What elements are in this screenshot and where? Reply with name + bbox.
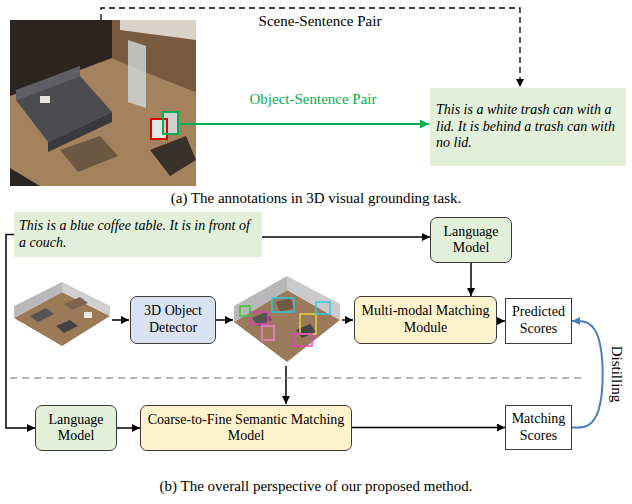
model-box: Language Model <box>35 405 117 451</box>
detected-scene <box>234 276 340 362</box>
box-label: Language Model <box>435 224 507 257</box>
sentence-box: This is a blue coffee table. It is in fr… <box>14 212 262 257</box>
room-scan-part <box>30 308 54 322</box>
edge-label: Distilling <box>607 346 624 403</box>
detected-scene-part <box>300 314 316 334</box>
flow-arrow <box>262 236 430 238</box>
module-box: Coarse-to-Fine Semantic Matching Model <box>140 405 352 451</box>
pair-label: Scene-Sentence Pair <box>259 13 382 30</box>
sentence-text: This is a white trash can with a lid. It… <box>436 102 620 152</box>
flow-arrow <box>352 427 505 429</box>
room-scan-part <box>64 297 88 310</box>
room-scan <box>14 282 110 346</box>
flow-arrow <box>470 263 472 296</box>
score-box: Matching Scores <box>505 405 572 450</box>
flow-arrows-part <box>112 319 129 321</box>
pair-arrows-part <box>101 8 520 87</box>
room-scan-part <box>62 282 110 316</box>
scene-image-part <box>150 136 196 176</box>
detected-scene-part <box>272 298 294 312</box>
scene-image-part <box>128 40 146 108</box>
scene-image-part <box>120 20 196 40</box>
scene-image-part <box>112 20 196 92</box>
box-label: Language Model <box>40 412 112 445</box>
room-scan-part <box>56 320 78 333</box>
scene-image-part <box>40 96 50 103</box>
box-label: Coarse-to-Fine Semantic Matching Model <box>145 412 347 445</box>
flow-arrow <box>117 427 140 429</box>
scene-image <box>10 20 196 186</box>
detected-scene-part <box>276 298 294 312</box>
detected-scene-part <box>250 312 268 324</box>
detector-box: 3D Object Detector <box>130 296 216 344</box>
pair-arrows-part <box>180 123 429 125</box>
score-box: Predicted Scores <box>505 298 572 344</box>
box-label: Matching Scores <box>509 411 568 444</box>
flow-arrows-part <box>216 319 233 321</box>
scene-image-part <box>16 66 80 100</box>
scene-image-part <box>10 20 196 186</box>
detected-scene-part <box>296 324 316 338</box>
sentence-box: This is a white trash can with a lid. It… <box>430 88 626 166</box>
room-scan-part <box>84 312 92 318</box>
box-label: Predicted Scores <box>509 304 568 337</box>
box-label: Multi-modal Matching Module <box>359 303 492 336</box>
distill-arrow <box>572 321 603 428</box>
flow-arrow <box>497 320 505 322</box>
box-label: 3D Object Detector <box>135 303 211 336</box>
scene-image-part <box>60 136 118 172</box>
detected-scene-part <box>292 334 312 346</box>
scene-image-part <box>151 119 167 139</box>
sentence-text: This is a blue coffee table. It is in fr… <box>19 218 257 251</box>
model-box: Language Model <box>430 217 512 263</box>
module-box: Multi-modal Matching Module <box>354 296 497 344</box>
scene-image-part <box>164 113 177 133</box>
scene-image-part <box>163 112 178 134</box>
detected-scene-part <box>316 302 330 314</box>
flow-arrows-part <box>285 366 287 404</box>
pair-label: Object-Sentence Pair <box>249 91 376 108</box>
divider-line <box>10 377 586 378</box>
flow-arrow <box>6 235 35 428</box>
detected-scene-part <box>262 326 274 340</box>
figure-caption: (a) The annotations in 3D visual groundi… <box>171 190 462 207</box>
flow-arrows-part <box>342 319 353 321</box>
detected-scene-part <box>240 306 250 316</box>
figure-caption: (b) The overall perspective of our propo… <box>160 478 473 495</box>
